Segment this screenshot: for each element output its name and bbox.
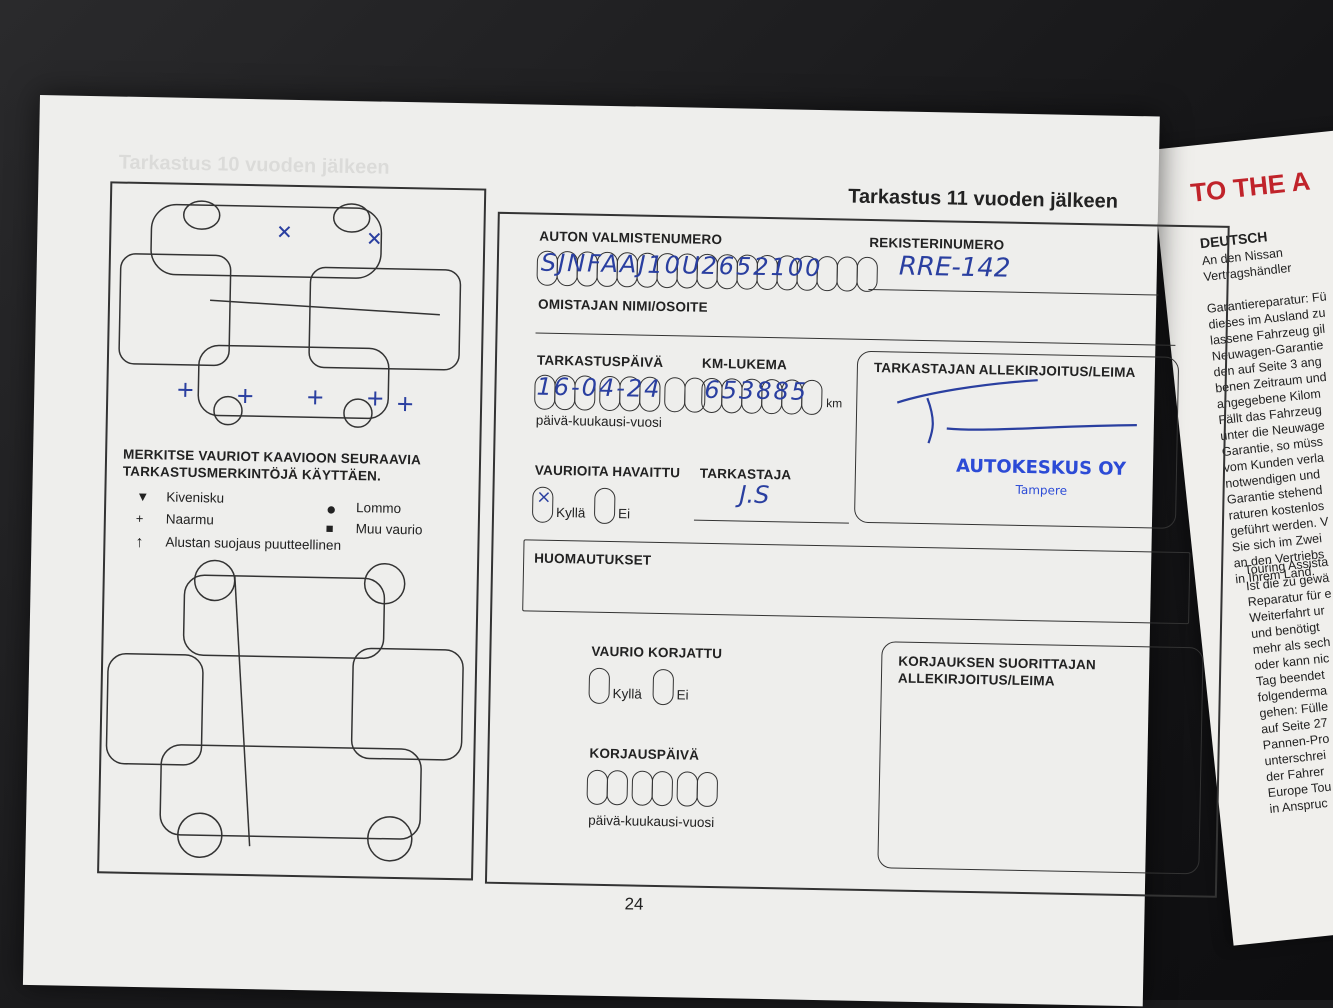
repaired-yes-checkbox[interactable] [588, 667, 611, 705]
scratch-icon: + [135, 510, 144, 527]
damage-yes-mark: × [536, 486, 552, 508]
damage-no-label: Ei [617, 506, 631, 522]
other-damage-icon: ■ [325, 520, 334, 536]
repaired-no-label: Ei [676, 687, 689, 703]
registration-line [868, 288, 1159, 296]
legend-dent: Lommo [355, 500, 402, 517]
damage-diagram-panel: MERKITSE VAURIOT KAAVIOON SEURAAVIA TARK… [97, 181, 487, 881]
odometer-value: 653885 [704, 375, 809, 406]
inspection-date-format: päivä-kuukausi-vuosi [535, 412, 663, 430]
legend-other-damage: Muu vaurio [355, 521, 423, 538]
repairer-signature-box: KORJAUKSEN SUORITTAJAN ALLEKIRJOITUS/LEI… [877, 641, 1204, 875]
inspection-date-value: 16-04-24 [536, 372, 662, 403]
inspection-form: AUTON VALMISTENUMERO SJNFAAJ10U2652100 R… [484, 211, 1230, 898]
dent-icon: ● [325, 499, 337, 519]
damage-found-label: VAURIOITA HAVAITTU [534, 462, 681, 481]
repaired-label: VAURIO KORJATTU [591, 643, 723, 662]
legend-heading: MERKITSE VAURIOT KAAVIOON SEURAAVIA TARK… [122, 446, 421, 484]
repairer-signature-label: KORJAUKSEN SUORITTAJAN ALLEKIRJOITUS/LEI… [897, 653, 1097, 689]
owner-label: OMISTAJAN NIMI/OSOITE [537, 296, 708, 315]
stone-chip-icon: ▼ [136, 488, 150, 505]
show-through-text: Tarkastus 10 vuoden jälkeen [118, 151, 390, 179]
booklet-page: Tarkastus 10 vuoden jälkeen Tarkastus 11… [22, 95, 1230, 1007]
repaired-no-checkbox[interactable] [652, 668, 675, 706]
inspection-date-label: TARKASTUSPÄIVÄ [536, 352, 664, 371]
car-diagram-top [118, 200, 462, 428]
repaired-yes-label: Kyllä [612, 686, 643, 702]
repair-date-boxes[interactable] [586, 769, 719, 808]
facing-page-title: TO THE A [1189, 165, 1312, 208]
remarks-box: HUOMAUTUKSET [522, 539, 1191, 625]
legend-stone-chip: Kivenisku [166, 489, 225, 506]
facing-page-text-b: Touring Assista Ist die zu gewä Reparatu… [1243, 554, 1333, 817]
arrow-up-icon: ↑ [135, 533, 144, 552]
inspector-line [693, 519, 849, 524]
registration-label: REKISTERINUMERO [869, 234, 1005, 253]
car-diagram-bottom [105, 559, 464, 862]
damage-yes-label: Kyllä [555, 504, 586, 521]
inspector-signature-box: TARKASTAJAN ALLEKIRJOITUS/LEIMA AUTOKESK… [853, 350, 1180, 529]
registration-value: RRE-142 [898, 251, 1011, 284]
page-title: Tarkastus 11 vuoden jälkeen [847, 185, 1119, 213]
car-diagram-svg [105, 200, 464, 862]
legend-scratch: Naarmu [165, 511, 215, 528]
stamp-city: Tampere [1015, 482, 1068, 498]
signature-scribble [896, 379, 1137, 444]
damage-marks-top [178, 225, 413, 412]
owner-line [535, 332, 1176, 346]
stamp-company: AUTOKESKUS OY [955, 455, 1127, 480]
vin-value: SJNFAAJ10U2652100 [540, 248, 823, 283]
odometer-label: KM-LUKEMA [701, 355, 788, 373]
inspector-value: J.S [739, 480, 770, 510]
repair-date-format: päivä-kuukausi-vuosi [588, 812, 715, 831]
damage-no-checkbox[interactable] [593, 487, 616, 525]
vin-label: AUTON VALMISTENUMERO [539, 228, 723, 248]
repair-date-label: KORJAUSPÄIVÄ [589, 745, 700, 763]
page-number: 24 [624, 894, 644, 914]
remarks-label: HUOMAUTUKSET [534, 550, 652, 568]
odometer-unit: km [826, 396, 843, 411]
